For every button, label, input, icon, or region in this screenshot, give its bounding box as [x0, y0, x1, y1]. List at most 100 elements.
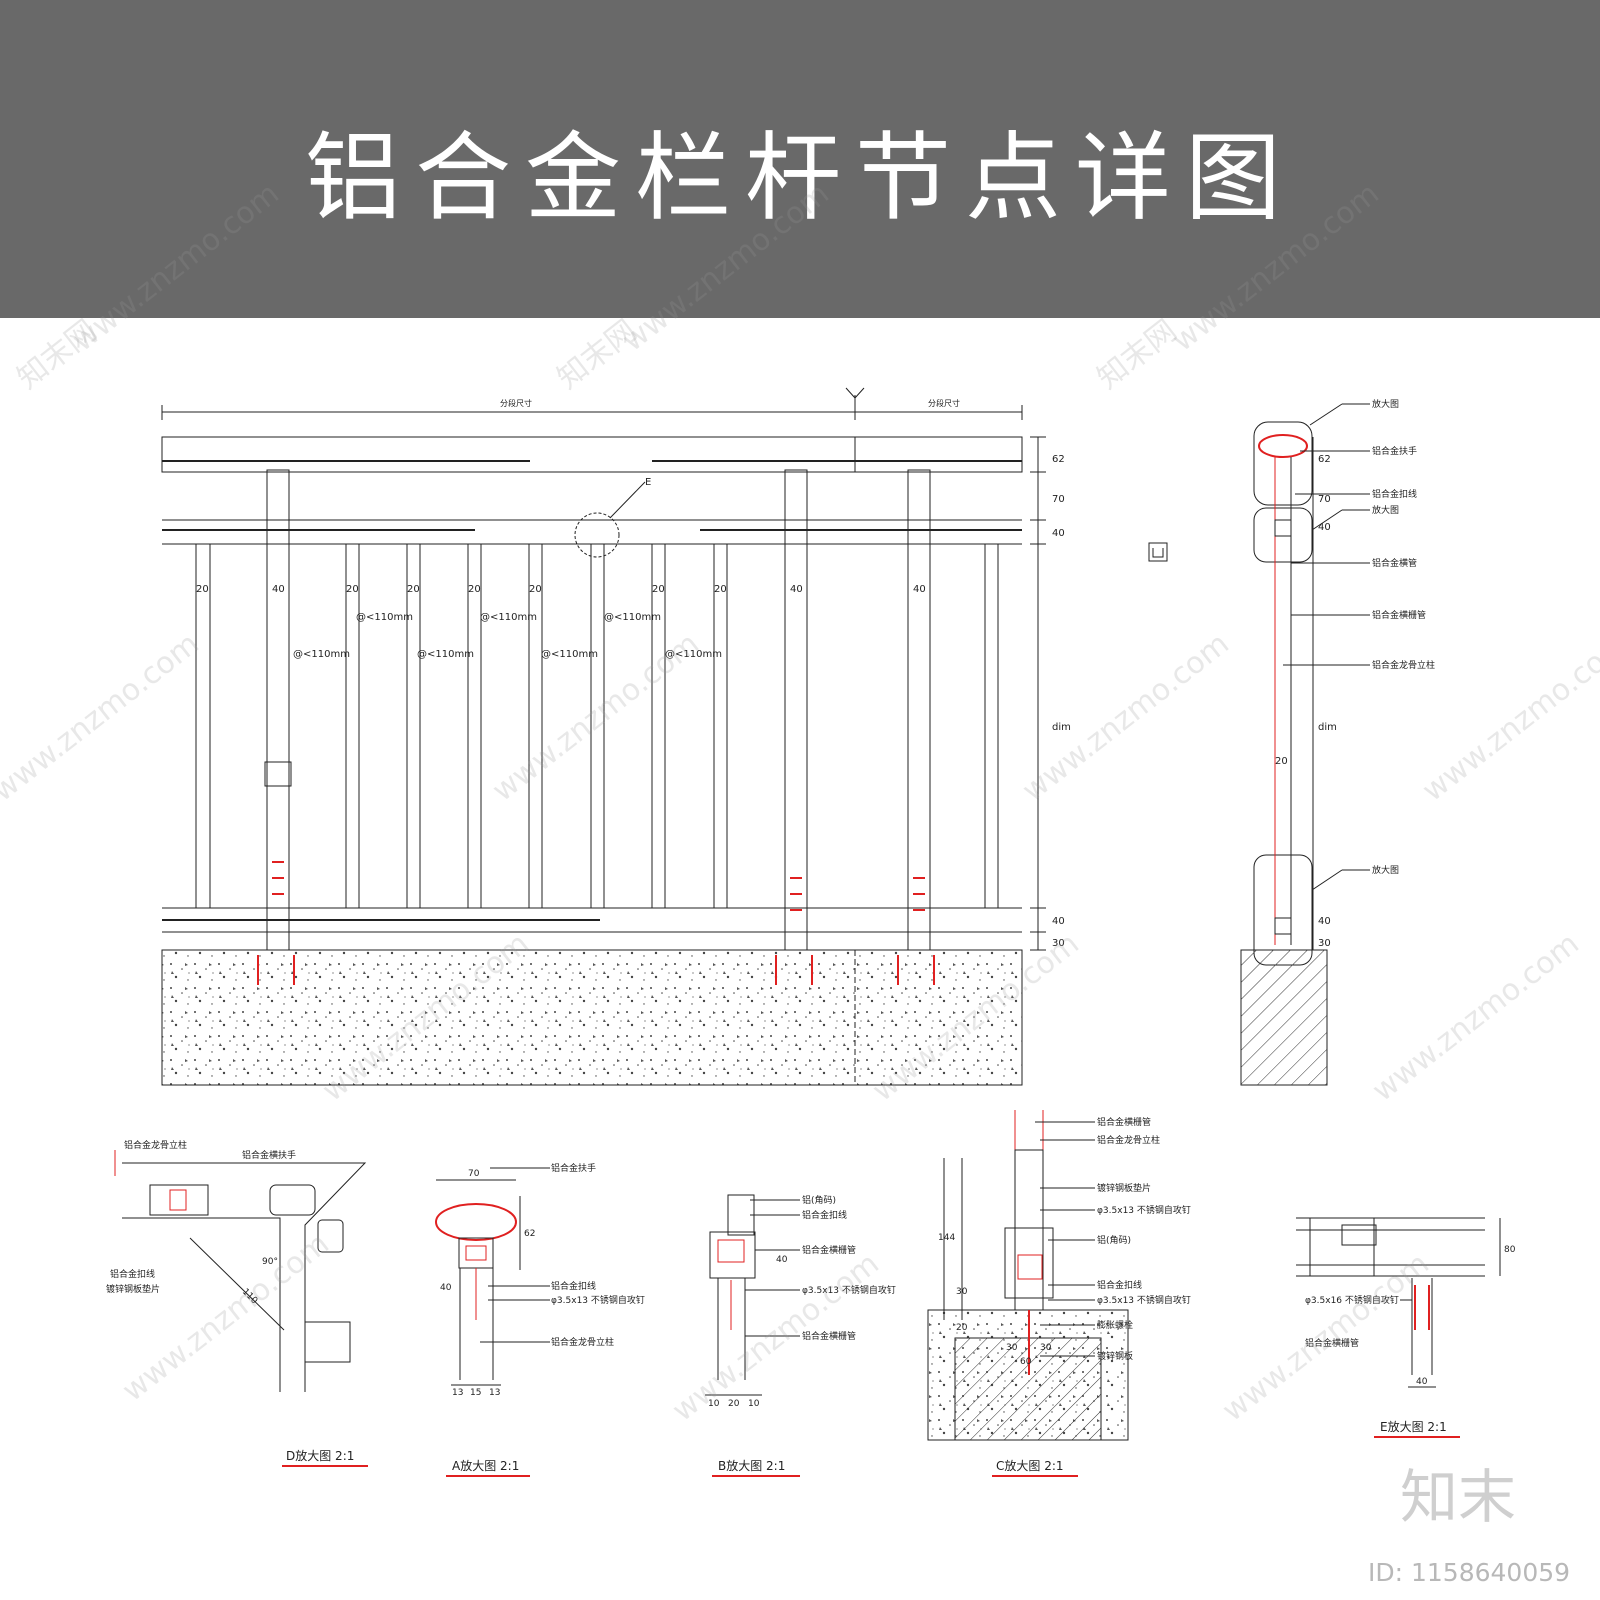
svg-text:90°: 90°: [262, 1257, 278, 1267]
section-leaders: [1283, 403, 1370, 891]
top-dim-left: 分段尺寸: [500, 398, 532, 408]
svg-text:40: 40: [790, 584, 803, 595]
svg-text:膨胀螺栓: 膨胀螺栓: [1097, 1319, 1133, 1331]
spacing-labels: @<110mm @<110mm @<110mm @<110mm @<110mm …: [293, 612, 722, 660]
page-title: 铝合金栏杆节点详图: [305, 122, 1295, 234]
right-dimension-chain: 62 70 40 dim 40 30: [1030, 436, 1071, 951]
svg-text:铝合金龙骨立柱: 铝合金龙骨立柱: [1097, 1134, 1160, 1146]
caption-e: E放大图 2:1: [1380, 1419, 1447, 1434]
svg-text:铝合金龙骨立柱: 铝合金龙骨立柱: [551, 1336, 614, 1348]
svg-text:20: 20: [407, 584, 420, 595]
svg-text:dim: dim: [1318, 722, 1337, 733]
svg-text:@<110mm: @<110mm: [541, 649, 598, 660]
svg-text:φ3.5x16 不锈钢自攻钉: φ3.5x16 不锈钢自攻钉: [1305, 1294, 1399, 1306]
a-leaders: [480, 1167, 550, 1343]
svg-text:@<110mm: @<110mm: [293, 649, 350, 660]
svg-text:铝合金横栅管: 铝合金横栅管: [1372, 609, 1426, 621]
svg-text:φ3.5x13 不锈钢自攻钉: φ3.5x13 不锈钢自攻钉: [551, 1294, 645, 1306]
detail-d: 铝合金龙骨立柱 铝合金横扶手 铝合金扣线 镀锌钢板垫片 90° 110 D放大图…: [106, 1139, 368, 1467]
svg-text:30: 30: [1040, 1343, 1052, 1353]
svg-text:铝合金横管: 铝合金横管: [1372, 557, 1417, 569]
svg-text:70: 70: [1052, 494, 1065, 505]
svg-text:30: 30: [1006, 1343, 1018, 1353]
width-labels: 20 40 20 20 20 20 20 20 40 40: [196, 584, 926, 595]
svg-text:铝合金龙骨立柱: 铝合金龙骨立柱: [1372, 659, 1435, 671]
svg-text:15: 15: [470, 1388, 481, 1398]
svg-text:铝合金横扶手: 铝合金横扶手: [242, 1149, 296, 1161]
svg-text:铝合金扣线: 铝合金扣线: [802, 1209, 847, 1221]
b-leaders: [745, 1199, 800, 1337]
svg-text:10: 10: [708, 1399, 720, 1409]
svg-text:铝合金横栅管: 铝合金横栅管: [802, 1330, 856, 1342]
caption-a: A放大图 2:1: [452, 1458, 519, 1473]
svg-text:铝合金扶手: 铝合金扶手: [551, 1162, 596, 1174]
svg-text:70: 70: [1318, 494, 1331, 505]
svg-text:62: 62: [1052, 454, 1065, 465]
svg-text:铝(角码): 铝(角码): [1097, 1234, 1131, 1246]
svg-text:20: 20: [529, 584, 542, 595]
callout-e: E: [645, 477, 651, 488]
section-foundation: [1240, 949, 1328, 1086]
elevation-view: 分段尺寸 分段尺寸 E 20: [161, 387, 1071, 1086]
concrete-slab: [161, 949, 1023, 1086]
svg-text:40: 40: [272, 584, 285, 595]
svg-text:30: 30: [956, 1287, 968, 1297]
svg-text:镀锌钢板垫片: 镀锌钢板垫片: [1097, 1182, 1151, 1194]
svg-text:φ3.5x13 不锈钢自攻钉: φ3.5x13 不锈钢自攻钉: [1097, 1294, 1191, 1306]
section-view: 62 70 40 dim 20 40 30 放大图 铝合金扶手 铝合金扣线 放大…: [1240, 398, 1435, 1086]
svg-text:62: 62: [524, 1229, 535, 1239]
svg-text:φ3.5x13 不锈钢自攻钉: φ3.5x13 不锈钢自攻钉: [1097, 1204, 1191, 1216]
footer-id: ID: 1158640059: [1368, 1558, 1571, 1587]
svg-text:20: 20: [728, 1399, 740, 1409]
svg-text:40: 40: [913, 584, 926, 595]
svg-text:@<110mm: @<110mm: [417, 649, 474, 660]
svg-text:dim: dim: [1052, 722, 1071, 733]
svg-text:40: 40: [1416, 1377, 1428, 1387]
footer-brand: 知末: [1400, 1463, 1517, 1531]
svg-text:40: 40: [440, 1283, 452, 1293]
svg-text:铝合金横栅管: 铝合金横栅管: [1097, 1116, 1151, 1128]
svg-text:20: 20: [468, 584, 481, 595]
svg-text:40: 40: [1052, 528, 1065, 539]
detail-c: 铝合金横栅管 铝合金龙骨立柱 镀锌钢板垫片 φ3.5x13 不锈钢自攻钉 铝(角…: [927, 1110, 1191, 1477]
svg-text:放大图: 放大图: [1372, 864, 1399, 876]
small-profile-symbol: [1148, 542, 1168, 562]
svg-text:铝(角码): 铝(角码): [802, 1194, 836, 1206]
svg-text:30: 30: [1052, 938, 1065, 949]
svg-text:@<110mm: @<110mm: [356, 612, 413, 623]
svg-text:20: 20: [196, 584, 209, 595]
svg-text:144: 144: [938, 1233, 955, 1243]
svg-text:40: 40: [1318, 522, 1331, 533]
title-banner: 铝合金栏杆节点详图: [0, 0, 1600, 318]
svg-text:铝合金龙骨立柱: 铝合金龙骨立柱: [124, 1139, 187, 1151]
detail-b: 铝(角码) 铝合金扣线 铝合金横栅管 φ3.5x13 不锈钢自攻钉 铝合金横栅管…: [705, 1194, 896, 1477]
c-leaders: [1035, 1121, 1095, 1357]
svg-text:铝合金扣线: 铝合金扣线: [1097, 1279, 1142, 1291]
caption-d: D放大图 2:1: [286, 1448, 354, 1463]
svg-text:铝合金扶手: 铝合金扶手: [1372, 445, 1417, 457]
svg-text:@<110mm: @<110mm: [665, 649, 722, 660]
svg-text:20: 20: [1275, 756, 1288, 767]
top-dim-right: 分段尺寸: [928, 398, 960, 408]
svg-text:70: 70: [468, 1169, 480, 1179]
svg-text:20: 20: [346, 584, 359, 595]
svg-text:20: 20: [956, 1323, 968, 1333]
svg-text:40: 40: [776, 1255, 788, 1265]
detail-e: φ3.5x16 不锈钢自攻钉 铝合金横栅管 80 40 E放大图 2:1: [1296, 1217, 1516, 1438]
svg-text:@<110mm: @<110mm: [480, 612, 537, 623]
svg-text:62: 62: [1318, 454, 1331, 465]
svg-text:放大图: 放大图: [1372, 398, 1399, 410]
svg-text:20: 20: [652, 584, 665, 595]
svg-text:60: 60: [1020, 1357, 1032, 1367]
svg-text:80: 80: [1504, 1245, 1516, 1255]
svg-text:40: 40: [1052, 916, 1065, 927]
svg-text:20: 20: [714, 584, 727, 595]
svg-text:铝合金扣线: 铝合金扣线: [110, 1268, 155, 1280]
caption-c: C放大图 2:1: [996, 1458, 1064, 1473]
svg-text:铝合金扣线: 铝合金扣线: [1372, 488, 1417, 500]
anchor-bolts: [257, 861, 935, 985]
caption-b: B放大图 2:1: [718, 1458, 785, 1473]
svg-text:镀锌钢板垫片: 镀锌钢板垫片: [106, 1283, 160, 1295]
svg-text:30: 30: [1318, 938, 1331, 949]
